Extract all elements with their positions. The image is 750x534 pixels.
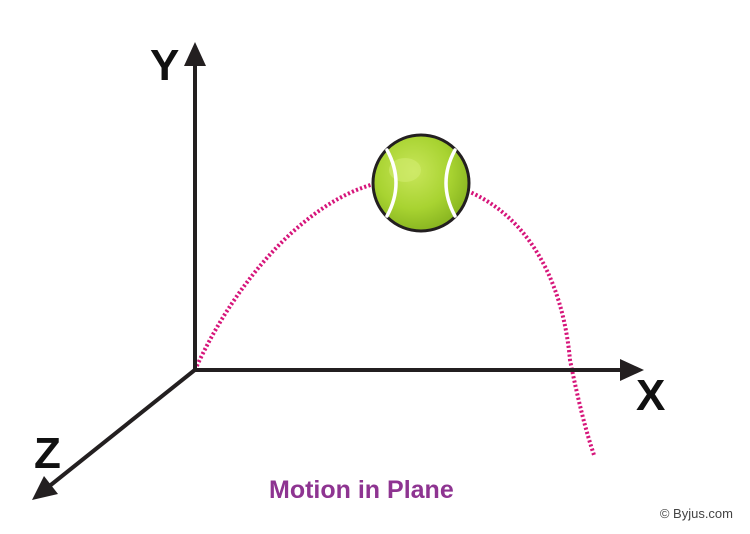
y-axis-arrow-icon xyxy=(184,42,206,66)
diagram-caption: Motion in Plane xyxy=(269,476,454,504)
trajectory-path xyxy=(193,177,596,456)
z-axis-arrow-icon xyxy=(32,476,58,500)
tennis-ball-icon xyxy=(371,133,471,233)
x-axis-arrow-icon xyxy=(620,359,644,381)
y-axis-label: Y xyxy=(150,41,179,90)
x-axis-label: X xyxy=(636,371,665,420)
z-axis-line xyxy=(45,367,198,490)
z-axis-label: Z xyxy=(34,429,61,478)
copyright-credit: © Byjus.com xyxy=(660,506,733,521)
